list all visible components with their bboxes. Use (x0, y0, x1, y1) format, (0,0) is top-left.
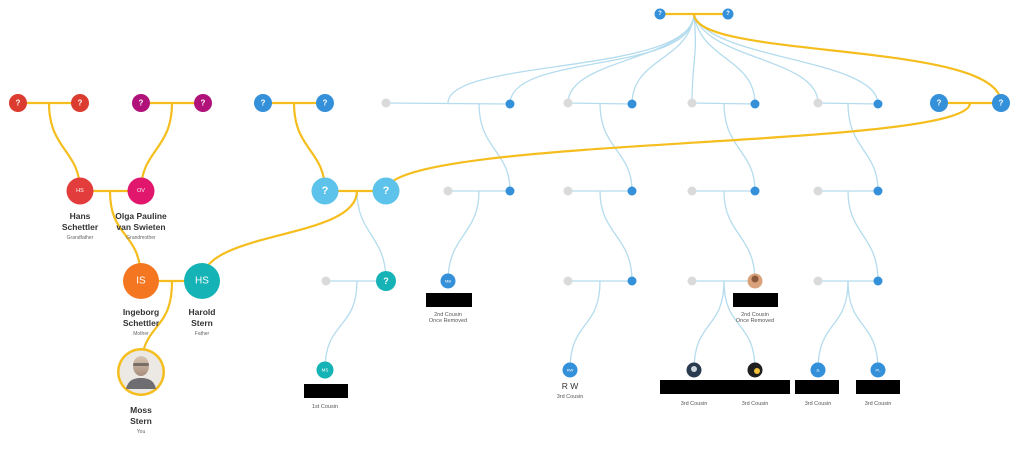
svg-text:3rd Cousin: 3rd Cousin (557, 394, 584, 400)
svg-text:?: ? (999, 99, 1004, 108)
svg-text:?: ? (201, 99, 206, 108)
svg-text:Ingeborg: Ingeborg (123, 307, 159, 317)
svg-text:?: ? (139, 99, 144, 108)
redacted-name-bar (733, 293, 778, 307)
svg-text:Stern: Stern (191, 318, 213, 328)
svg-text:Mother: Mother (133, 331, 149, 337)
redacted-name-bar (304, 384, 348, 398)
redacted-name-bar (795, 380, 839, 394)
svg-text:Grandfather: Grandfather (67, 235, 94, 241)
person-hans-schettler[interactable]: HS Hans Schettler Grandfather (62, 177, 99, 242)
svg-text:3rd Cousin: 3rd Cousin (865, 401, 892, 407)
svg-text:Once Removed: Once Removed (429, 318, 467, 324)
svg-text:?: ? (16, 99, 21, 108)
svg-text:?: ? (78, 99, 83, 108)
unknown-grandparent-node[interactable]: ? (372, 177, 400, 205)
svg-text:Hans: Hans (70, 211, 91, 221)
svg-text:Grandmother: Grandmother (126, 235, 156, 241)
svg-text:Once Removed: Once Removed (736, 318, 774, 324)
person-harold-stern[interactable]: HS Harold Stern Father (184, 263, 220, 337)
person-second-cousin-photo[interactable]: 2nd Cousin Once Removed (733, 273, 778, 325)
svg-text:?: ? (726, 11, 730, 17)
svg-text:HS: HS (195, 276, 209, 287)
svg-text:HS: HS (76, 188, 84, 194)
svg-text:?: ? (383, 276, 389, 286)
person-ms-first-cousin[interactable]: MS 1st Cousin (304, 361, 348, 411)
person-rw-third-cousin[interactable]: RW R W 3rd Cousin (557, 362, 584, 401)
svg-text:RW: RW (567, 368, 574, 373)
svg-text:3rd Cousin: 3rd Cousin (742, 401, 769, 407)
unknown-relative-node[interactable]: ? (376, 271, 396, 291)
unknown-ancestor-node[interactable]: ? (992, 94, 1010, 112)
svg-text:PL: PL (876, 368, 882, 373)
svg-text:3rd Cousin: 3rd Cousin (805, 401, 832, 407)
svg-text:Olga Pauline: Olga Pauline (115, 211, 167, 221)
svg-text:IS: IS (136, 276, 146, 287)
placeholder-dots (321, 98, 823, 286)
svg-text:2nd Cousin: 2nd Cousin (434, 312, 462, 318)
relative-connection-lines (324, 13, 879, 371)
unknown-grandparent-node[interactable]: ? (311, 177, 339, 205)
svg-text:?: ? (323, 99, 328, 108)
redacted-name-bar (856, 380, 900, 394)
person-third-cousin-photo-1[interactable]: 3rd Cousin (660, 362, 728, 408)
redacted-name-bar (426, 293, 472, 307)
svg-text:van Swieten: van Swieten (116, 222, 165, 232)
person-third-cousin-photo-2[interactable]: 3rd Cousin (722, 362, 790, 408)
svg-text:Moss: Moss (130, 405, 152, 415)
svg-text:2nd Cousin: 2nd Cousin (741, 312, 769, 318)
svg-text:Stern: Stern (130, 416, 152, 426)
person-ingeborg-schettler[interactable]: IS Ingeborg Schettler Mother (123, 263, 160, 337)
svg-text:OV: OV (137, 188, 145, 194)
svg-text:1st Cousin: 1st Cousin (312, 404, 338, 410)
svg-text:3rd Cousin: 3rd Cousin (681, 401, 708, 407)
svg-text:You: You (137, 429, 146, 435)
unknown-ancestor-node[interactable]: ? (316, 94, 334, 112)
unknown-ancestor-node[interactable]: ? (132, 94, 150, 112)
unknown-ancestor-node[interactable]: ? (254, 94, 272, 112)
person-moss-stern-you[interactable]: Moss Stern You (117, 348, 165, 435)
relative-dots (505, 99, 883, 286)
person-mb-second-cousin[interactable]: MB 2nd Cousin Once Removed (426, 273, 472, 325)
unknown-ancestor-node[interactable]: ? (930, 94, 948, 112)
person-jl-third-cousin[interactable]: JL 3rd Cousin (795, 362, 839, 408)
svg-text:?: ? (937, 99, 942, 108)
person-pl-third-cousin[interactable]: PL 3rd Cousin (856, 362, 900, 408)
profile-photo (126, 356, 156, 389)
svg-text:MB: MB (445, 279, 451, 284)
unknown-ancestor-node[interactable]: ? (194, 94, 212, 112)
unknown-ancestor-node[interactable]: ? (9, 94, 27, 112)
redacted-name-bar (660, 380, 728, 394)
svg-text:Father: Father (195, 331, 210, 337)
svg-text:?: ? (322, 185, 329, 197)
svg-text:Harold: Harold (189, 307, 216, 317)
svg-text:Schettler: Schettler (123, 318, 160, 328)
svg-text:?: ? (658, 11, 662, 17)
person-olga-van-swieten[interactable]: OV Olga Pauline van Swieten Grandmother (115, 177, 167, 242)
unknown-ancestor-node[interactable]: ? (654, 8, 666, 20)
redacted-name-bar (722, 380, 790, 394)
unknown-ancestor-node[interactable]: ? (722, 8, 734, 20)
svg-text:MS: MS (322, 368, 329, 373)
svg-text:JL: JL (816, 368, 821, 373)
svg-text:?: ? (261, 99, 266, 108)
svg-text:?: ? (383, 185, 390, 197)
svg-text:Schettler: Schettler (62, 222, 99, 232)
svg-text:R W: R W (562, 381, 579, 391)
unknown-ancestor-node[interactable]: ? (71, 94, 89, 112)
